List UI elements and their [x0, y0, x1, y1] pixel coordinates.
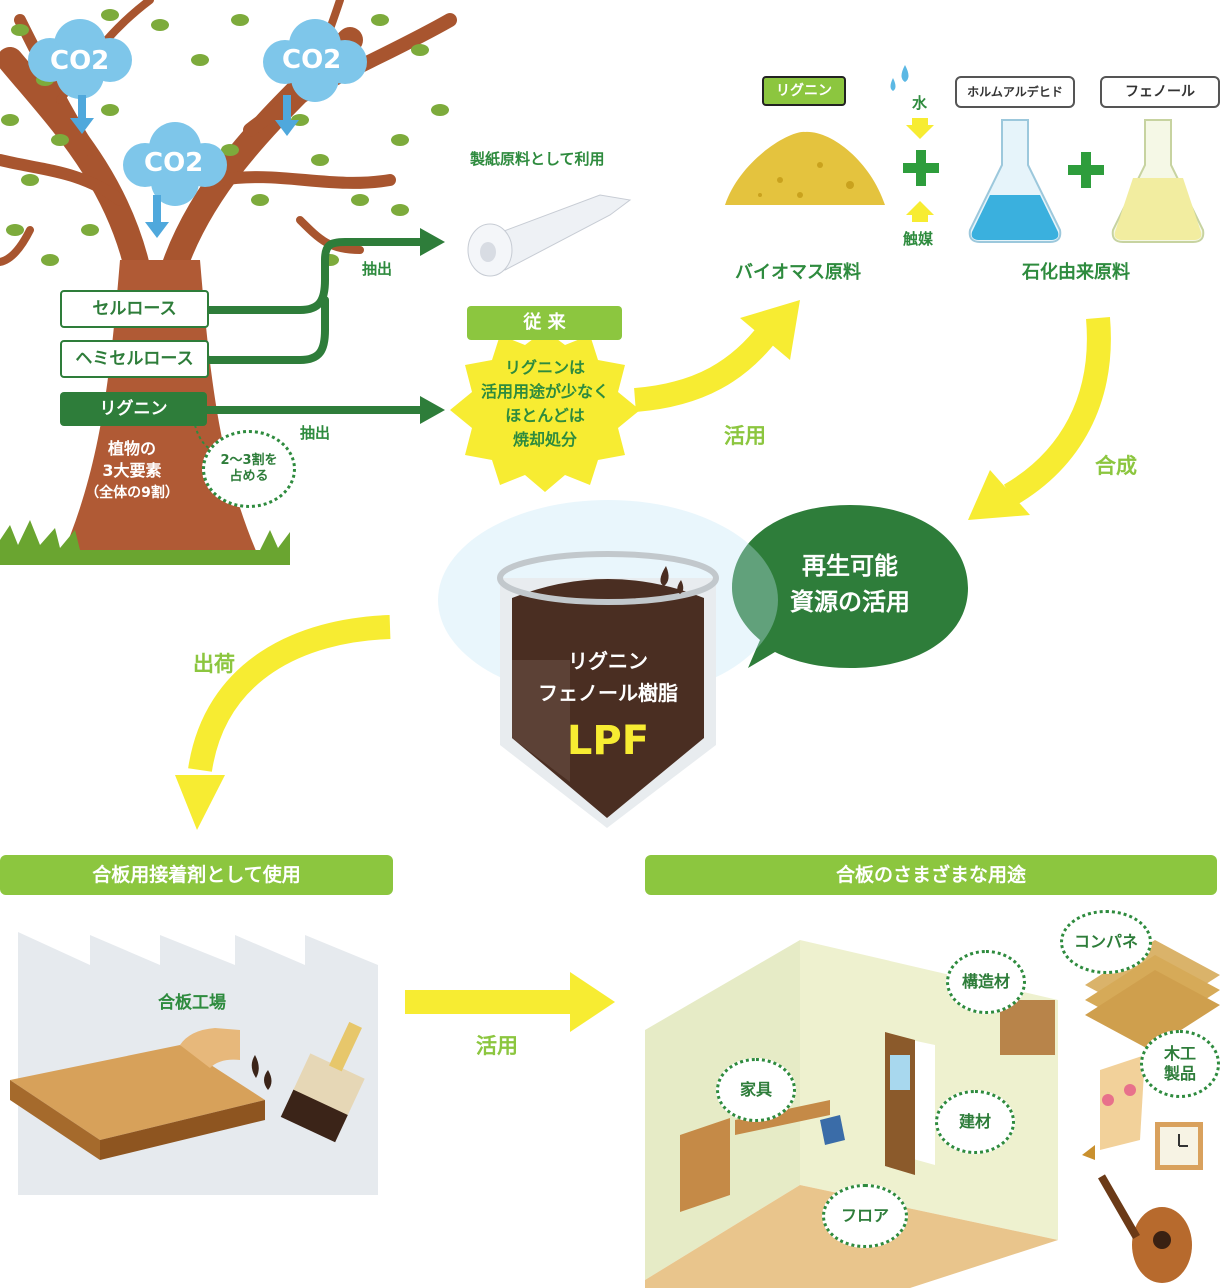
conventional-tag: 従 来	[467, 306, 622, 340]
hemicellulose-box: ヘミセルロース	[60, 340, 209, 378]
plant-elements-label: 植物の 3大要素 （全体の9割）	[72, 438, 192, 504]
lignin-material-tag: リグニン	[762, 76, 846, 106]
use-bubble-furniture: 家具	[716, 1058, 796, 1122]
use-bubble-building: 建材	[935, 1090, 1015, 1154]
use-bubble-structural: 構造材	[946, 950, 1026, 1014]
plant-elements-line2: 3大要素	[102, 461, 162, 480]
co2-cloud-icon	[263, 19, 367, 136]
lignin-pile-icon	[725, 131, 885, 205]
conventional-line2: 活用用途が少なく	[480, 382, 609, 401]
lignin-share-line2: 占める	[229, 469, 269, 484]
catalyst-label: 触媒	[903, 230, 934, 248]
renewable-text: 再生可能 資源の活用	[765, 548, 935, 620]
formaldehyde-tag: ホルムアルデヒド	[955, 76, 1075, 108]
lpf-title-line1: リグニン	[568, 649, 648, 673]
petro-label: 石化由来原料	[1022, 262, 1130, 283]
woodcraft-line1: 木工	[1163, 1044, 1196, 1063]
lpf-label: LPF	[566, 718, 650, 764]
lignin-share-bubble: 2〜3割を占める	[202, 430, 296, 508]
use-bubble-konpane: コンパネ	[1060, 910, 1152, 974]
extract-arrows	[203, 238, 429, 414]
biomass-label: バイオマス原料	[735, 262, 861, 283]
formaldehyde-flask-icon	[968, 119, 1062, 243]
lignin-box: リグニン	[60, 392, 207, 426]
lpf-title: リグニン フェノール樹脂	[512, 645, 704, 709]
ship-label: 出荷	[193, 652, 235, 676]
plant-elements-line1: 植物の	[107, 439, 156, 458]
utilize-label-2: 活用	[476, 1034, 518, 1058]
ship-arrow	[175, 615, 391, 830]
utilize-label: 活用	[724, 424, 766, 448]
left-banner: 合板用接着剤として使用	[0, 855, 393, 895]
utilize-arrow	[633, 300, 800, 412]
woodcraft-line2: 製品	[1163, 1064, 1196, 1083]
conventional-line1: リグニンは	[504, 358, 585, 377]
synthesize-arrow	[968, 316, 1111, 520]
co2-cloud-icon	[123, 122, 227, 238]
conventional-text: リグニンは 活用用途が少なく ほとんどは 焼却処分	[462, 356, 628, 452]
phenol-flask-icon	[1111, 119, 1205, 243]
co2-label: CO2	[282, 45, 342, 75]
conventional-line4: 焼却処分	[512, 430, 577, 449]
clock-icon	[1155, 1122, 1203, 1170]
ukulele-icon	[1098, 1174, 1192, 1283]
plywood-icon	[1085, 940, 1220, 1050]
water-label: 水	[912, 94, 928, 112]
conventional-line3: ほとんどは	[505, 406, 585, 425]
conventional-starburst	[450, 330, 640, 492]
co2-label: CO2	[50, 46, 110, 76]
extract-label-2: 抽出	[300, 424, 331, 442]
extract-label: 抽出	[362, 260, 393, 278]
use-bubble-floor: フロア	[822, 1184, 908, 1248]
use-bubble-woodcraft: 木工製品	[1140, 1030, 1220, 1098]
right-banner: 合板のさまざまな用途	[645, 855, 1217, 895]
plant-elements-line3: （全体の9割）	[85, 485, 179, 501]
paper-roll-icon	[467, 194, 632, 277]
paper-use-label: 製紙原料として利用	[470, 150, 605, 168]
water-drop-icon	[890, 65, 909, 91]
lpf-container-icon	[438, 500, 778, 828]
co2-cloud-icon	[28, 19, 132, 134]
lpf-title-line2: フェノール樹脂	[538, 681, 678, 705]
renewable-line2: 資源の活用	[790, 588, 910, 616]
factory-label: 合板工場	[158, 993, 226, 1013]
renewable-speech-bubble	[732, 505, 968, 668]
plus-icon	[903, 150, 1104, 188]
phenol-tag: フェノール	[1100, 76, 1220, 108]
lignin-share-line1: 2〜3割を	[220, 452, 278, 468]
utilize-arrow-2	[405, 972, 615, 1032]
cellulose-box: セルロース	[60, 290, 209, 328]
co2-label: CO2	[144, 148, 204, 178]
woodcraft-icon	[1082, 1055, 1145, 1160]
factory-illustration	[10, 932, 378, 1195]
renewable-line1: 再生可能	[802, 552, 898, 580]
synthesize-label: 合成	[1095, 454, 1137, 478]
